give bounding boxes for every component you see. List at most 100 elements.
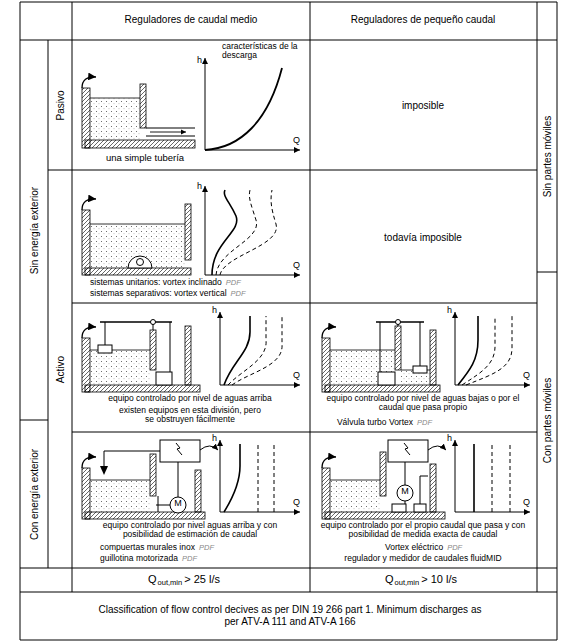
inflow-arrow — [322, 327, 336, 338]
cell-text: equipo controlado por nivel de aguas arr… — [108, 394, 272, 403]
cell-text: Q — [293, 498, 300, 508]
wall — [82, 338, 90, 392]
power-symbol — [404, 443, 410, 455]
cell-text: imposible — [402, 100, 444, 111]
pdf-link: PDF — [417, 419, 432, 427]
table-line — [20, 420, 48, 421]
cell-text: M — [174, 499, 182, 509]
cell-text: Q — [293, 136, 300, 146]
characteristic-curve — [228, 316, 266, 385]
inflow-arrow — [82, 199, 96, 210]
cell-text: > 25 l/s — [184, 573, 220, 585]
wall — [195, 470, 201, 512]
gate — [378, 372, 395, 385]
caption: Classification of flow control decives a… — [95, 604, 485, 629]
cell-text: todavía imposible — [384, 232, 462, 243]
table-line — [20, 2, 557, 640]
h-axis — [220, 312, 221, 385]
characteristic-curve — [458, 316, 478, 385]
motor-shaft — [405, 462, 406, 485]
wall — [185, 204, 191, 260]
cell-text: h — [447, 306, 452, 316]
characteristic-curve — [473, 444, 475, 512]
cell-text: M — [401, 487, 409, 497]
controller-box — [160, 440, 200, 462]
characteristic-curve — [216, 190, 257, 275]
cell-text: > 10 l/s — [421, 573, 457, 585]
gate — [156, 372, 172, 385]
wall — [150, 330, 156, 370]
float — [98, 345, 112, 353]
side-label: Sin energía exterior — [29, 50, 40, 410]
pivot — [396, 320, 401, 325]
wall — [140, 84, 146, 128]
float-rod — [105, 322, 106, 345]
water — [330, 350, 395, 385]
wall — [322, 338, 330, 392]
cell-text: características de la descarga — [222, 42, 302, 61]
table-line — [72, 432, 537, 433]
table-line — [72, 303, 537, 304]
cell-text: h — [197, 182, 202, 192]
pipe — [146, 128, 195, 136]
gate-rod — [380, 322, 381, 372]
gate-rod — [170, 322, 171, 372]
side-label: Pasivo — [55, 45, 66, 165]
characteristic-curve — [492, 444, 493, 512]
wall — [82, 468, 90, 519]
h-axis — [220, 440, 221, 512]
cell-text: Q — [293, 371, 300, 381]
cell-text: Q — [293, 261, 300, 271]
water-level — [90, 480, 150, 481]
cell-text: sistemas unitarios: vortex inclinado — [90, 278, 222, 287]
h-axis — [205, 186, 206, 275]
cell-text: sistemas separativos: vortex vertical — [90, 289, 227, 298]
motor-shaft — [178, 462, 179, 497]
water — [90, 480, 150, 512]
side-label: Con energía exterior — [29, 424, 40, 564]
cell-text: Q — [523, 498, 530, 508]
flow-meter — [414, 504, 426, 512]
pdf-link: PDF — [231, 290, 246, 298]
characteristic-curve — [220, 190, 276, 275]
cell-text: Válvula turbo Vortex — [337, 418, 413, 427]
wall — [325, 512, 445, 519]
side-label: Activo — [55, 179, 66, 559]
cell-text: h — [197, 56, 202, 66]
water-level — [330, 350, 395, 351]
cell-text: h — [212, 434, 217, 444]
cell-text: Reguladores de pequeño caudal — [351, 14, 496, 25]
pivot-post — [398, 324, 399, 326]
wall — [85, 140, 195, 148]
table-line — [72, 2, 73, 592]
q-axis — [205, 150, 300, 151]
motor — [170, 497, 186, 513]
characteristic-curve — [224, 316, 250, 385]
cell-text: Q — [523, 371, 530, 381]
cell-text: guillotina motorizada — [100, 554, 178, 563]
water-level — [330, 480, 380, 481]
cell-text: equipo controlado por el propio caudal q… — [313, 521, 533, 540]
float — [413, 366, 427, 373]
side-label: Sin partes móviles — [542, 46, 553, 266]
cell-text: equipo controlado por nivel de aguas baj… — [321, 394, 526, 413]
cell-text: Q — [148, 573, 157, 585]
wall — [380, 452, 386, 496]
figures — [20, 2, 557, 640]
signal-wire — [104, 451, 160, 452]
water — [90, 98, 140, 140]
cell-text: Reguladores de caudal medio — [125, 14, 258, 25]
pivot — [151, 320, 156, 325]
table-line — [48, 40, 49, 568]
gate — [156, 496, 170, 512]
water — [90, 350, 150, 385]
water — [90, 224, 185, 268]
flow-arrow — [150, 132, 186, 133]
table-line — [537, 272, 557, 273]
cell-text: Vortex eléctrico — [385, 543, 443, 552]
h-axis — [455, 440, 456, 512]
inflow-arrow — [82, 77, 96, 88]
float-rod — [420, 322, 421, 366]
